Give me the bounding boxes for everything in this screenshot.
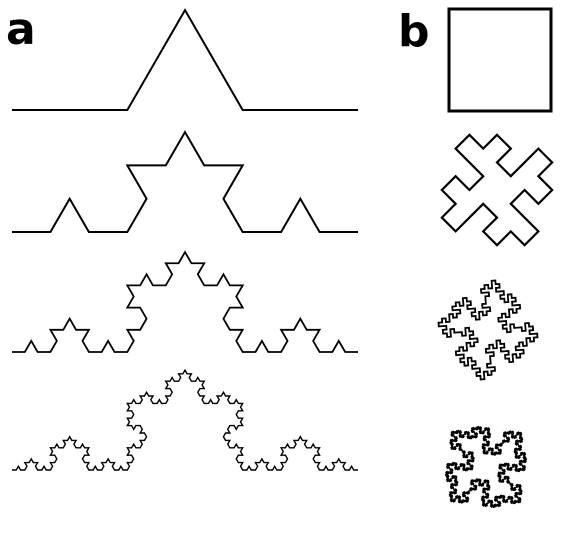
- square-island-row-2: [440, 133, 554, 247]
- square-island-row-4: [444, 425, 528, 509]
- panel-a-koch-curves: [12, 8, 358, 471]
- square-island-row-3: [437, 279, 539, 381]
- panel-b-label: b: [398, 6, 430, 57]
- koch-curve-row-4: [12, 368, 358, 471]
- koch-curve-row-3: [12, 250, 358, 353]
- square-island-row-1: [447, 7, 553, 113]
- panel-b-quadratic-islands: [437, 7, 554, 509]
- panel-a-label: a: [6, 4, 36, 55]
- koch-curve-row-2: [12, 130, 358, 233]
- koch-curve-row-1: [12, 8, 358, 111]
